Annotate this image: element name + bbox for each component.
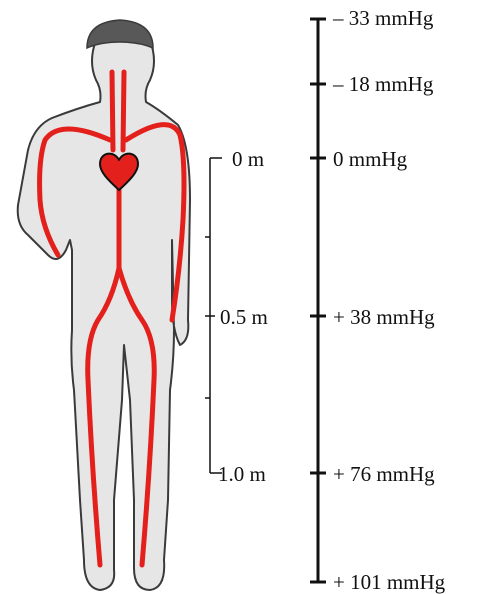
- pressure-label: + 101 mmHg: [333, 572, 445, 593]
- pressure-label: – 33 mmHg: [333, 8, 433, 29]
- pressure-label: – 18 mmHg: [333, 74, 433, 95]
- pressure-scale: [310, 19, 326, 582]
- neck-vein: [123, 72, 124, 150]
- pressure-label: + 76 mmHg: [333, 464, 435, 485]
- height-label-0m: 0 m: [232, 149, 264, 170]
- pressure-label: + 38 mmHg: [333, 307, 435, 328]
- pressure-label: 0 mmHg: [333, 149, 407, 170]
- neck-artery: [112, 72, 113, 150]
- height-label-1.0m: 1.0 m: [218, 464, 266, 485]
- human-body-figure: [18, 20, 190, 590]
- height-label-0.5m: 0.5 m: [220, 307, 268, 328]
